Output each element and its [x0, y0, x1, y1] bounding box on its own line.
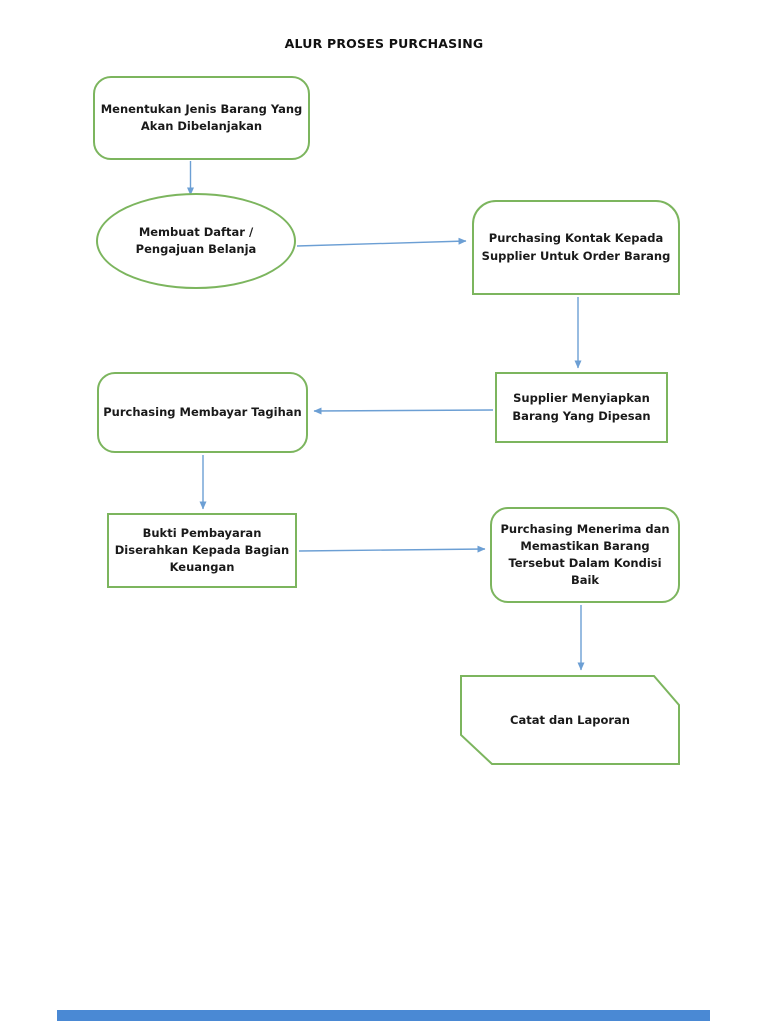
node-label: Purchasing Membayar Tagihan	[103, 404, 302, 419]
node-catat-dan-laporan: Catat dan Laporan	[460, 675, 680, 765]
node-label: Catat dan Laporan	[510, 713, 630, 727]
connector-arrow-right-2	[298, 545, 486, 553]
node-purchasing-kontak-supplier: Purchasing Kontak Kepada Supplier Untuk …	[472, 200, 680, 295]
node-supplier-menyiapkan-barang: Supplier Menyiapkan Barang Yang Dipesan	[495, 372, 668, 443]
connector-arrow-right-1	[296, 237, 467, 247]
node-purchasing-menerima-barang: Purchasing Menerima dan Memastikan Baran…	[490, 507, 680, 603]
node-menentukan-jenis-barang: Menentukan Jenis Barang Yang Akan Dibela…	[93, 76, 310, 160]
card-shape-outline	[460, 675, 680, 765]
connector-arrow-left-1	[313, 407, 494, 415]
node-label: Membuat Daftar / Pengajuan Belanja	[135, 224, 257, 256]
page-title: ALUR PROSES PURCHASING	[284, 36, 484, 51]
node-label: Purchasing Menerima dan Memastikan Baran…	[500, 521, 670, 588]
node-purchasing-membayar-tagihan: Purchasing Membayar Tagihan	[97, 372, 308, 453]
node-membuat-daftar-pengajuan: Membuat Daftar / Pengajuan Belanja	[96, 193, 296, 289]
node-label: Bukti Pembayaran Diserahkan Kepada Bagia…	[114, 525, 290, 575]
node-label: Purchasing Kontak Kepada Supplier Untuk …	[481, 231, 671, 263]
node-bukti-pembayaran-keuangan: Bukti Pembayaran Diserahkan Kepada Bagia…	[107, 513, 297, 588]
node-label: Supplier Menyiapkan Barang Yang Dipesan	[512, 391, 651, 423]
node-label: Menentukan Jenis Barang Yang Akan Dibela…	[100, 101, 303, 133]
horizontal-scrollbar-thumb[interactable]	[57, 1010, 710, 1021]
